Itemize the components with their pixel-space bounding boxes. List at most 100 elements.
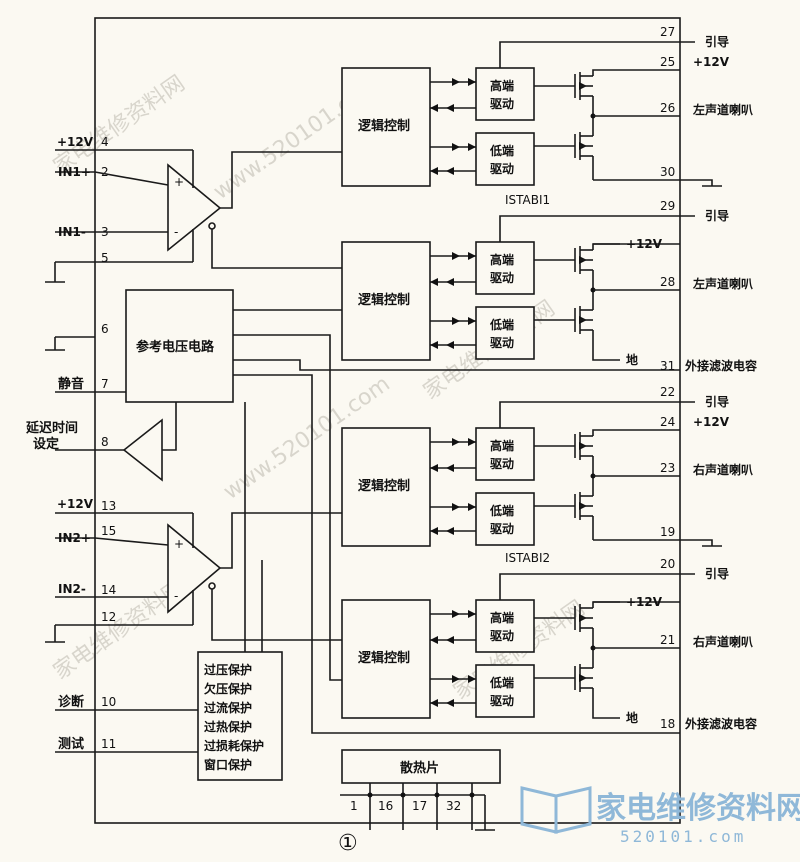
pin-out: 28 [660,275,675,289]
heatsink-label: 散热片 [400,760,439,776]
pin-top: 20 [660,557,675,571]
prot-line-2: 过流保护 [204,700,252,715]
high-side-driver [475,599,535,653]
pin-bottom: 19 [660,525,675,539]
high-driver-label-1: 高端 [490,610,514,625]
protection-block: 过压保护 欠压保护 过流保护 过热保护 过损耗保护 窗口保护 [95,402,283,781]
pin-6: 6 [101,322,109,336]
label-filter: 外接滤波电容 [685,716,757,731]
figure-number: ① [338,831,358,856]
low-side-driver [475,492,535,546]
logic-control-label: 逻辑控制 [358,478,410,494]
prot-line-3: 过热保护 [204,719,252,734]
pin-12v: 25 [660,55,675,69]
label-boot: 引导 [705,394,729,409]
label-diag: 诊断 [58,694,84,710]
label-in2-minus: IN2- [58,582,86,596]
pin-7: 7 [101,377,109,391]
pin-out: 21 [660,633,675,647]
op-amp-2: + - [94,512,342,641]
inverting-output-dot [208,222,216,230]
low-driver-label-1: 低端 [489,503,514,518]
reference-voltage-block: 参考电压电路 [95,289,680,734]
high-side-driver [475,67,535,121]
svg-text:-: - [174,225,178,239]
logic-control-box [341,427,431,547]
delay-buffer [95,402,177,482]
label-in2-plus: IN2+ [58,531,91,545]
low-side-driver [475,664,535,718]
pin-11: 11 [101,737,116,751]
logic-control-label: 逻辑控制 [358,118,410,134]
label-test: 测试 [58,736,84,752]
high-driver-label-1: 高端 [490,252,514,267]
low-driver-label-2: 驱动 [490,336,514,350]
pin-bottom: 30 [660,165,675,179]
label-speaker: 右声道喇叭 [692,462,753,477]
brand-name: 家电维修资料网 [596,791,800,826]
logic-control-box [341,241,431,361]
low-driver-label-2: 驱动 [490,522,514,536]
svg-text:+: + [174,537,184,551]
high-side-driver [475,427,535,481]
pin-5: 5 [101,251,109,265]
svg-text:-: - [174,589,178,603]
high-driver-label-2: 驱动 [490,457,514,471]
logic-control-label: 逻辑控制 [358,650,410,666]
low-side-driver [475,306,535,360]
pin-top: 22 [660,385,675,399]
svg-text:+: + [174,175,184,189]
brand-watermark: 家电维修资料网 520101.com [520,786,800,846]
prot-line-4: 过损耗保护 [204,738,264,753]
pin-bottom: 18 [660,717,675,731]
label-speaker: 左声道喇叭 [692,276,753,291]
pin-top: 29 [660,199,675,213]
label-mute: 静音 [58,376,84,392]
pin-16: 16 [378,799,393,813]
label-12v: +12V [693,55,730,69]
label-12v: +12V [693,415,730,429]
high-driver-label-2: 驱动 [490,271,514,285]
high-driver-label-2: 驱动 [490,97,514,111]
low-driver-label-1: 低端 [489,675,514,690]
low-driver-label-1: 低端 [489,143,514,158]
pin-out: 23 [660,461,675,475]
chip-outline [94,17,681,824]
high-side-driver [475,241,535,295]
high-driver-label-1: 高端 [490,78,514,93]
prot-line-1: 欠压保护 [204,681,252,696]
pin-8: 8 [101,435,109,449]
label-in1-minus: IN1- [58,225,86,239]
pin-2: 2 [101,165,109,179]
label-filter: 外接滤波电容 [685,358,757,373]
label-12v: +12V [626,595,663,609]
pin-12: 12 [101,610,116,624]
left-pins: +12V IN1+ IN1- 静音 延迟时间 设定 +12V IN2+ IN2-… [25,135,116,753]
pin-15: 15 [101,524,116,538]
label-istab: ISTABI2 [505,551,550,565]
op-amp-1: + - [94,149,342,269]
label-speaker: 左声道喇叭 [692,102,753,117]
label-in1-plus: IN1+ [58,165,91,179]
pin-bottom: 31 [660,359,675,373]
label-12v-b: +12V [57,497,94,511]
label-boot: 引导 [705,34,729,49]
label-delay-2: 设定 [33,436,59,452]
pin-13: 13 [101,499,116,513]
pin-12v: 24 [660,415,675,429]
logic-control-label: 逻辑控制 [358,292,410,308]
label-gnd: 地 [626,710,638,725]
low-driver-label-2: 驱动 [490,694,514,708]
label-boot: 引导 [705,208,729,223]
pin-10: 10 [101,695,116,709]
ref-label: 参考电压电路 [136,339,215,355]
prot-line-5: 窗口保护 [204,757,252,772]
pin-1: 1 [350,799,358,813]
heatsink: 散热片 1 16 17 32 [340,749,501,831]
pin-32: 32 [446,799,461,813]
